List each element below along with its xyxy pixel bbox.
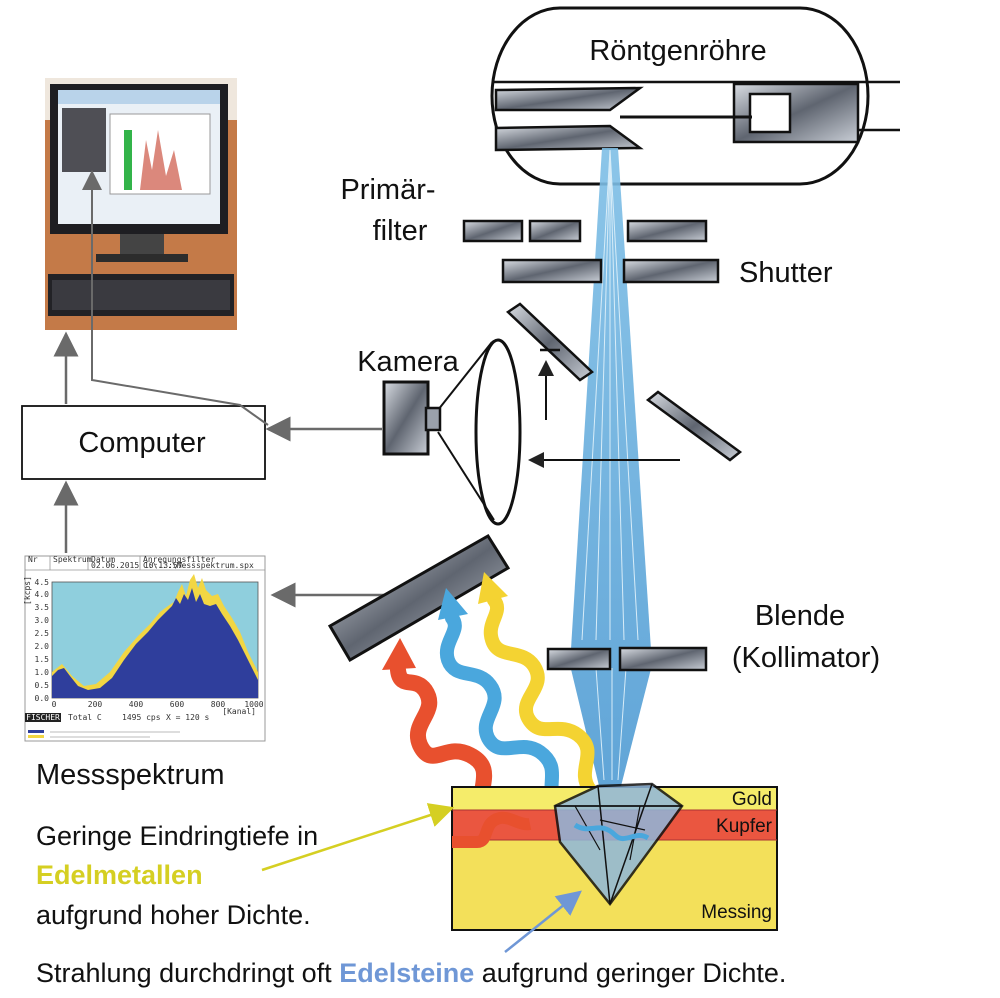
aperture-label-1: Blende (755, 600, 845, 632)
brass-label: Messing (701, 902, 772, 923)
copper-label: Kupfer (716, 816, 773, 837)
gold-label: Gold (732, 789, 772, 810)
note-metals-highlight: Edelmetallen (36, 860, 203, 890)
spectrum-header: Nr Spektrum Datum Anregungsfilter 02.06.… (25, 555, 265, 571)
primary-filter: Primär- filter (340, 174, 708, 247)
y-tick: 0.5 (35, 681, 50, 690)
monitor-photo (45, 78, 237, 330)
x-tick: 400 (129, 700, 144, 709)
primary-filter-label-2: filter (373, 215, 428, 247)
y-tick: 2.5 (35, 629, 50, 638)
note-gems-prefix: Strahlung durchdringt oft (36, 958, 339, 988)
x-tick: 600 (170, 700, 185, 709)
header-cell: Nr (28, 555, 38, 564)
wave-yellow (483, 593, 597, 797)
computer-label: Computer (78, 427, 206, 459)
tube-label: Röntgenröhre (589, 35, 766, 67)
x-tick: 1000 (244, 700, 263, 709)
spectrum-x-ticks: 0 200 400 600 800 1000 [Kanal] (52, 700, 264, 716)
header-value: 02.06.2015 10:13:57 (91, 561, 183, 570)
xray-tube: Röntgenröhre (490, 6, 900, 186)
footer-item: Total C (68, 713, 102, 722)
gemstone (553, 782, 684, 907)
spectrum-footer: FISCHER Total C 1495 cps X = 120 s (25, 713, 210, 738)
spectrum-panel: Nr Spektrum Datum Anregungsfilter 02.06.… (23, 555, 266, 742)
primary-filter-label-1: Primär- (340, 174, 435, 206)
x-tick: 800 (211, 700, 226, 709)
x-unit: [Kanal] (222, 707, 256, 716)
y-tick: 4.5 (35, 578, 50, 587)
spectrum-label: Messspektrum (36, 759, 225, 791)
note-gems-suffix: aufgrund geringer Dichte. (474, 958, 786, 988)
y-tick: 1.5 (35, 655, 50, 664)
header-cell: Datum (91, 555, 115, 564)
camera-mirrors (437, 302, 743, 526)
computer-block: Computer (21, 405, 266, 480)
y-tick: 2.0 (35, 642, 50, 651)
note-gems-highlight: Edelsteine (339, 958, 474, 988)
footer-item: 1495 cps (122, 713, 161, 722)
note-metals-line3: aufgrund hoher Dichte. (36, 900, 311, 930)
x-tick: 0 (52, 700, 57, 709)
fluorescence-waves (382, 572, 597, 826)
footer-item: X = 120 s (166, 713, 210, 722)
camera: Kamera (357, 346, 460, 456)
detector (327, 533, 511, 663)
x-tick: 200 (88, 700, 103, 709)
header-cell: Anregungsfilter (143, 555, 215, 564)
signal-arrows (53, 170, 390, 608)
y-tick: 1.0 (35, 668, 50, 677)
header-value: C:\...\Messspektrum.spx (143, 561, 254, 570)
y-tick: 3.0 (35, 616, 50, 625)
aperture-label-2: (Kollimator) (732, 642, 880, 674)
shutter-label: Shutter (739, 257, 833, 289)
note-gems: Strahlung durchdringt oft Edelsteine auf… (36, 958, 786, 988)
wave-blue (439, 611, 567, 815)
y-unit: [kcps] (23, 576, 32, 605)
header-cell: Spektrum (53, 555, 92, 564)
note-metals-line1: Geringe Eindringtiefe in (36, 821, 318, 851)
spectrum-blue-fill (52, 588, 258, 698)
primary-beam (570, 148, 652, 790)
fischer-logo: FISCHER (26, 713, 60, 722)
shutter: Shutter (501, 257, 833, 289)
notes: Geringe Eindringtiefe in Edelmetallen au… (36, 803, 786, 988)
camera-label: Kamera (357, 346, 459, 378)
y-tick: 4.0 (35, 590, 50, 599)
aperture: Blende (Kollimator) (546, 600, 880, 674)
spectrum-y-ticks: 0.0 0.5 1.0 1.5 2.0 2.5 3.0 3.5 4.0 4.5 … (23, 576, 49, 703)
y-tick: 3.5 (35, 603, 50, 612)
y-tick: 0.0 (35, 694, 50, 703)
